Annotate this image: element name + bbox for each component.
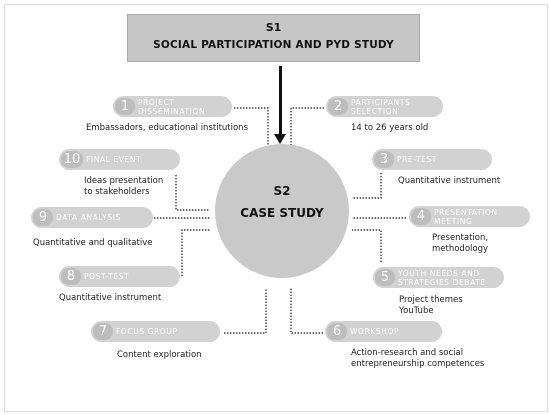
down-arrow-icon [274,134,286,144]
step-7-number: 7 [93,323,113,340]
step-7-description: Content exploration [117,350,202,360]
step-4-description-line1: Presentation, [432,233,489,243]
step-8-description: Quantitative instrument [59,293,162,303]
step-5-number: 5 [375,269,395,286]
step-6-label: WORKSHOP [350,327,400,336]
s1-code: S1 [265,21,282,34]
s2-center-circle: S2 CASE STUDY [215,144,349,278]
step-6-description-line1: Action-research and social [351,348,464,358]
step-10-label: FINAL EVENT [86,155,142,164]
step-6-number: 6 [327,323,347,340]
step-6-description-line2: entrepreneurship competences [351,359,485,369]
step-4-label-line1: PRESENTATION [434,208,498,217]
step-3-label: PRE-TEST [397,155,437,164]
s2-title: CASE STUDY [240,206,324,220]
connector-8 [181,229,210,276]
step-2-label-line1: PARTICIPANTS [351,98,411,107]
diagram-frame [4,4,548,412]
step-10-description-line1: Ideas presentation [84,176,164,186]
step-4-number: 4 [411,208,431,225]
step-8-pill: 8 POST-TEST [59,266,180,287]
step-4-pill: 4 PRESENTATION MEETING [409,206,530,227]
step-5-description: Project themes YouTube [399,295,463,317]
step-1-description: Embassadors, educational institutions [86,123,248,133]
step-8-label: POST-TEST [84,272,130,281]
step-9-label: DATA ANALYSIS [56,213,121,222]
step-10-number: 10 [61,151,83,168]
step-10-description: Ideas presentation to stakeholders [84,176,163,198]
step-9-description: Quantitative and qualitative [33,238,153,248]
step-1-label-line2: DISSEMINATION [138,107,206,116]
step-5-description-line2: YouTube [399,306,434,316]
step-9-pill: 9 DATA ANALYSIS [31,207,153,228]
step-10-pill: 10 FINAL EVENT [59,149,180,170]
step-10-description-line2: to stakeholders [84,187,150,197]
connector-2 [290,107,324,148]
s2-code: S2 [273,184,291,198]
s1-header-box: S1 SOCIAL PARTICIPATION AND PYD STUDY [127,14,420,62]
step-4-description-line2: methodology [432,244,489,254]
step-3-description: Quantitative instrument [398,176,501,186]
step-4-label-line2: MEETING [434,217,473,226]
step-7-pill: 7 FOCUS GROUP [91,321,220,342]
down-arrow-shaft [279,66,282,134]
step-6-description: Action-research and social entrepreneurs… [351,348,484,370]
s1-title: SOCIAL PARTICIPATION AND PYD STUDY [153,39,394,51]
step-4-description: Presentation, methodology [432,233,488,255]
step-5-label-line1: YOUTH NEEDS AND [398,269,480,278]
step-3-pill: 3 PRE-TEST [372,149,492,170]
step-7-label: FOCUS GROUP [116,327,178,336]
step-6-pill: 6 WORKSHOP [325,321,442,342]
step-2-label-line2: SELECTION [351,107,399,116]
connector-3 [352,173,382,199]
step-2-description: 14 to 26 years old [351,123,429,133]
step-3-number: 3 [374,151,394,168]
step-1-pill: 1 PROJECT DISSEMINATION [113,96,232,117]
step-8-number: 8 [61,268,81,285]
step-2-number: 2 [328,98,348,115]
step-5-pill: 5 YOUTH NEEDS AND STRATEGIES DEBATE [373,267,504,288]
step-1-number: 1 [115,98,135,115]
connector-5 [352,229,382,262]
step-1-label-line1: PROJECT [138,98,175,107]
step-2-pill: 2 PARTICIPANTS SELECTION [326,96,443,117]
connector-7 [224,288,267,334]
step-9-number: 9 [33,209,53,226]
connector-10 [175,175,210,211]
connector-1 [234,107,269,148]
step-5-label-line2: STRATEGIES DEBATE [398,278,486,287]
connector-6 [290,288,323,334]
step-5-description-line1: Project themes [399,295,463,305]
